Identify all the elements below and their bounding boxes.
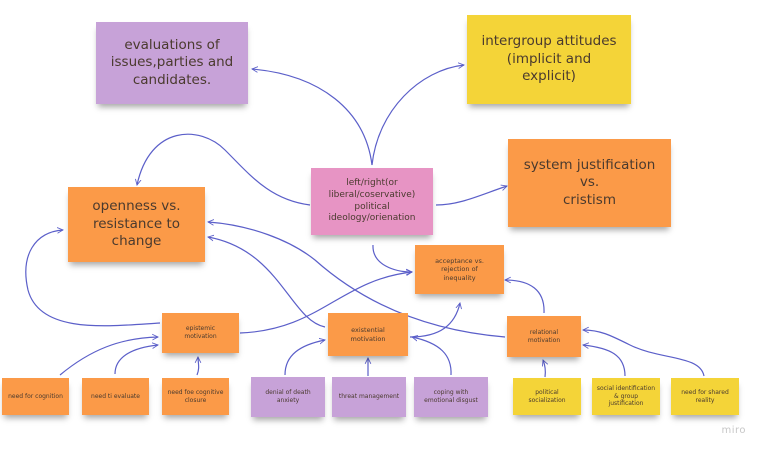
- note-openness-text: openness vs. resistance to change: [92, 198, 181, 250]
- connector-relational-to-acceptance[interactable]: [505, 280, 545, 314]
- note-system-justification[interactable]: system justification vs. cristism: [508, 139, 671, 227]
- note-epistemic-motivation-text: epistemic motivation: [184, 325, 217, 340]
- note-need-shared-reality-text: need for shared reality: [681, 388, 729, 404]
- connector-need-cognition-to-epistemic[interactable]: [59, 337, 158, 376]
- note-need-for-cognition-text: need for cognition: [8, 392, 63, 400]
- note-intergroup-attitudes-text: intergroup attitudes (implicit and expli…: [481, 33, 617, 85]
- note-social-identification-text: social identification & group justificat…: [596, 384, 656, 408]
- note-existential-motivation[interactable]: existential motivation: [328, 313, 408, 356]
- connector-ideology-to-openness[interactable]: [137, 133, 311, 206]
- note-need-for-closure[interactable]: need foe cognitive closure: [162, 378, 229, 415]
- note-social-identification[interactable]: social identification & group justificat…: [592, 378, 660, 415]
- connector-need-evaluate-to-epistemic[interactable]: [114, 345, 158, 375]
- connector-ideology-to-acceptance[interactable]: [372, 244, 412, 272]
- note-threat-management-text: threat management: [338, 393, 400, 401]
- note-epistemic-motivation[interactable]: epistemic motivation: [162, 313, 239, 353]
- note-political-socialization[interactable]: political socialization: [513, 378, 581, 415]
- note-relational-motivation[interactable]: relational motivation: [507, 316, 581, 357]
- note-evaluations-text: evaluations of issues,parties and candid…: [110, 36, 234, 88]
- note-coping-emotional-disgust[interactable]: coping with emotional disgust: [414, 377, 488, 417]
- note-acceptance-inequality-text: acceptance vs. rejection of inequality: [435, 256, 484, 282]
- note-acceptance-inequality[interactable]: acceptance vs. rejection of inequality: [415, 245, 504, 294]
- connector-need-closure-to-epistemic[interactable]: [197, 357, 199, 376]
- note-need-for-closure-text: need foe cognitive closure: [167, 388, 224, 404]
- note-political-ideology[interactable]: left/right(or liberal/coservative) polit…: [311, 168, 433, 235]
- connector-existential-to-openness[interactable]: [208, 237, 326, 328]
- note-openness[interactable]: openness vs. resistance to change: [68, 187, 205, 262]
- connector-relational-to-openness[interactable]: [208, 222, 506, 338]
- note-political-socialization-text: political socialization: [528, 388, 566, 404]
- note-need-to-evaluate[interactable]: need ti evaluate: [82, 378, 149, 415]
- connector-socialization-to-relational[interactable]: [543, 360, 545, 378]
- connector-shared-reality-to-relational[interactable]: [583, 330, 705, 377]
- note-denial-of-death-anxiety-text: denial of death anxiety: [265, 389, 311, 404]
- note-relational-motivation-text: relational motivation: [527, 328, 561, 344]
- note-existential-motivation-text: existential motivation: [350, 326, 386, 343]
- connector-epistemic-to-acceptance[interactable]: [239, 272, 412, 334]
- note-need-shared-reality[interactable]: need for shared reality: [671, 378, 739, 415]
- miro-watermark: miro: [721, 425, 746, 436]
- connector-ideology-to-intergroup[interactable]: [371, 65, 464, 166]
- note-threat-management[interactable]: threat management: [332, 377, 406, 417]
- connector-ideology-to-evaluations[interactable]: [252, 69, 373, 166]
- connector-ideology-to-system[interactable]: [435, 186, 507, 206]
- note-political-ideology-text: left/right(or liberal/coservative) polit…: [328, 178, 416, 224]
- connector-denial-to-existential[interactable]: [284, 340, 325, 376]
- connector-identification-to-relational[interactable]: [583, 345, 626, 377]
- connector-epistemic-to-openness[interactable]: [25, 230, 161, 327]
- note-evaluations[interactable]: evaluations of issues,parties and candid…: [96, 22, 248, 104]
- connector-coping-to-existential[interactable]: [412, 337, 452, 376]
- note-denial-of-death-anxiety[interactable]: denial of death anxiety: [251, 377, 325, 417]
- note-need-to-evaluate-text: need ti evaluate: [91, 392, 140, 400]
- note-need-for-cognition[interactable]: need for cognition: [2, 378, 69, 415]
- note-intergroup-attitudes[interactable]: intergroup attitudes (implicit and expli…: [467, 15, 631, 104]
- note-system-justification-text: system justification vs. cristism: [523, 156, 656, 208]
- note-coping-emotional-disgust-text: coping with emotional disgust: [424, 389, 478, 404]
